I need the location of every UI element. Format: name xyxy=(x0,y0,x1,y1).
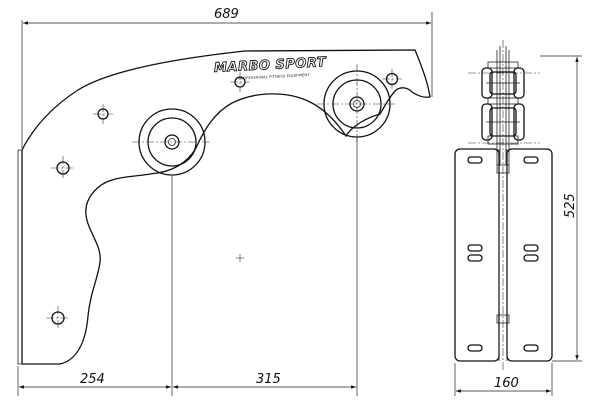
bracket-plate-outline xyxy=(21,49,431,365)
side-pulley-lower xyxy=(481,103,525,145)
mount-slot xyxy=(523,244,539,252)
dimension-side-height: 525 xyxy=(563,193,578,218)
bracket-joint xyxy=(496,164,510,174)
front-view-dimensions: 689 254 315 xyxy=(17,7,433,396)
side-pulley-upper xyxy=(481,61,525,105)
mount-slot xyxy=(467,244,483,252)
mount-slot xyxy=(523,254,539,262)
mount-slot xyxy=(467,254,483,262)
mount-slot xyxy=(467,344,483,352)
dimension-overall-width: 689 xyxy=(214,7,239,22)
brand-name: MARBO SPORT xyxy=(214,55,327,76)
brand-tagline: PROFESSIONAL FITNESS EQUIPMENT xyxy=(238,73,310,81)
mount-slot xyxy=(467,156,483,164)
mount-slot xyxy=(523,156,539,164)
bracket-tab xyxy=(496,314,510,324)
dimension-side-width: 160 xyxy=(494,376,519,391)
front-view: MARBO SPORT PROFESSIONAL FITNESS EQUIPME… xyxy=(17,49,431,365)
brand-logo: MARBO SPORT PROFESSIONAL FITNESS EQUIPME… xyxy=(213,55,327,81)
center-marks xyxy=(46,64,402,330)
side-view-dimensions: 525 160 xyxy=(454,55,582,396)
side-view xyxy=(454,40,553,372)
mount-slot xyxy=(523,344,539,352)
dimension-center-spacing: 315 xyxy=(256,372,281,387)
dimension-left-offset: 254 xyxy=(80,372,105,387)
